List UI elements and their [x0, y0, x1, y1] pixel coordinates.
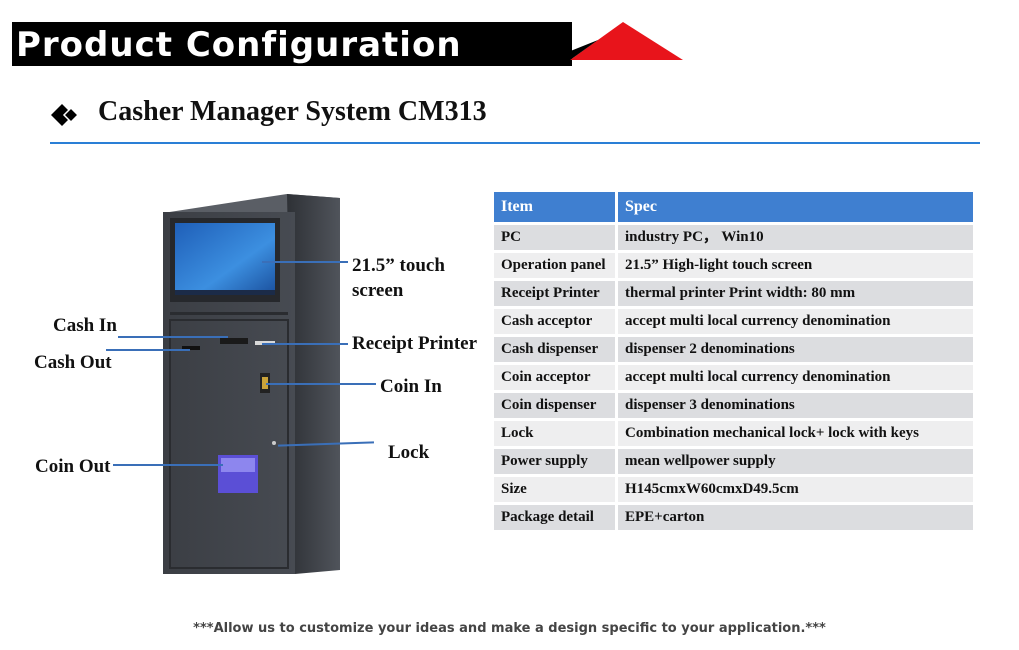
row-item: Power supply — [494, 449, 618, 474]
banner-red-accent — [548, 22, 683, 60]
coin-in-label: Coin In — [380, 376, 442, 397]
banner-title: Product Configuration — [16, 25, 462, 65]
touch-screen-callout-line — [262, 261, 348, 263]
row-item: Cash acceptor — [494, 309, 618, 334]
coin-out-label: Coin Out — [35, 456, 111, 477]
diamond-bullet-icon — [51, 104, 80, 126]
row-spec: industry PC， Win10 — [618, 225, 973, 250]
footer-note: ***Allow us to customize your ideas and … — [193, 621, 826, 636]
row-spec: Combination mechanical lock+ lock with k… — [618, 421, 973, 446]
spec-table-header: Item Spec — [494, 192, 973, 222]
table-row: Size H145cmxW60cmxD49.5cm — [494, 477, 973, 502]
row-item: Coin dispenser — [494, 393, 618, 418]
row-item: Coin acceptor — [494, 365, 618, 390]
row-item: Size — [494, 477, 618, 502]
row-spec: mean wellpower supply — [618, 449, 973, 474]
coin-out-callout-line — [113, 464, 223, 466]
table-row: Operation panel 21.5” High-light touch s… — [494, 253, 973, 278]
row-item: PC — [494, 225, 618, 250]
row-spec: EPE+carton — [618, 505, 973, 530]
section-divider — [50, 142, 980, 144]
row-spec: H145cmxW60cmxD49.5cm — [618, 477, 973, 502]
header-item: Item — [494, 192, 618, 222]
touch-screen-label: 21.5” touch screen — [352, 255, 445, 301]
table-row: Package detail EPE+carton — [494, 505, 973, 530]
table-row: Lock Combination mechanical lock+ lock w… — [494, 421, 973, 446]
coin-in-callout-line — [266, 383, 376, 385]
receipt-printer-label: Receipt Printer — [352, 333, 478, 354]
lock-label: Lock — [388, 442, 430, 463]
row-item: Package detail — [494, 505, 618, 530]
cash-out-label: Cash Out — [34, 352, 112, 373]
table-row: Cash dispenser dispenser 2 denominations — [494, 337, 973, 362]
kiosk-illustration — [163, 194, 340, 574]
cash-in-callout-line — [118, 336, 228, 338]
header-spec: Spec — [618, 192, 973, 222]
table-row: Receipt Printer thermal printer Print wi… — [494, 281, 973, 306]
table-row: PC industry PC， Win10 — [494, 225, 973, 250]
row-item: Operation panel — [494, 253, 618, 278]
row-spec: dispenser 2 denominations — [618, 337, 973, 362]
table-row: Coin acceptor accept multi local currenc… — [494, 365, 973, 390]
cash-out-callout-line — [106, 349, 190, 351]
row-item: Receipt Printer — [494, 281, 618, 306]
receipt-printer-callout-line — [262, 343, 348, 345]
row-spec: accept multi local currency denomination — [618, 309, 973, 334]
section-title: Casher Manager System CM313 — [98, 96, 487, 127]
table-row: Power supply mean wellpower supply — [494, 449, 973, 474]
row-item: Cash dispenser — [494, 337, 618, 362]
row-spec: thermal printer Print width: 80 mm — [618, 281, 973, 306]
row-spec: dispenser 3 denominations — [618, 393, 973, 418]
title-banner — [12, 22, 572, 66]
row-spec: 21.5” High-light touch screen — [618, 253, 973, 278]
table-row: Cash acceptor accept multi local currenc… — [494, 309, 973, 334]
row-item: Lock — [494, 421, 618, 446]
table-row: Coin dispenser dispenser 3 denominations — [494, 393, 973, 418]
row-spec: accept multi local currency denomination — [618, 365, 973, 390]
spec-table: Item Spec PC industry PC， Win10 Operatio… — [494, 189, 973, 533]
cash-in-label: Cash In — [53, 315, 117, 336]
